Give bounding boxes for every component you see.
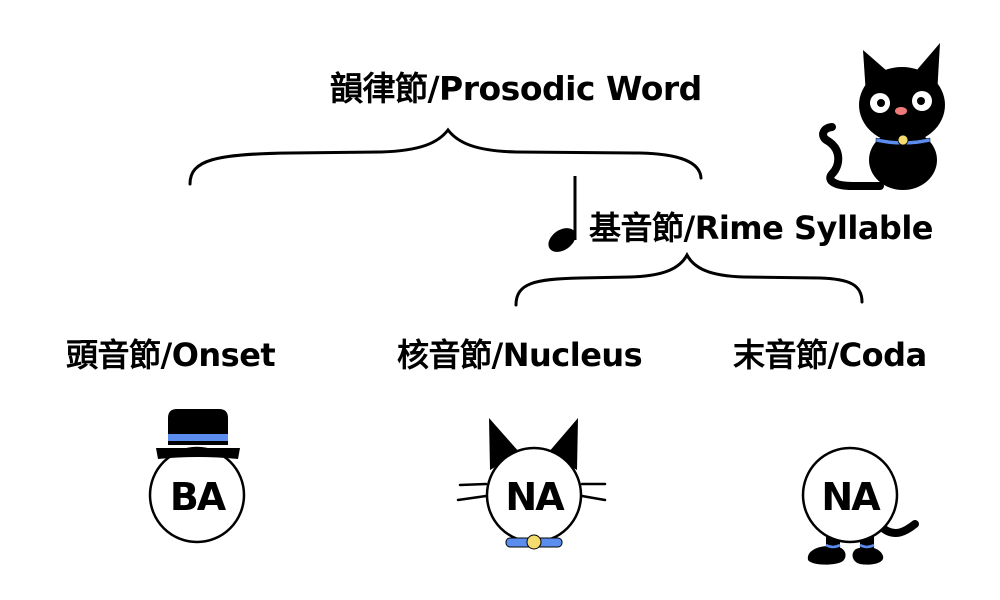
coda-node-text: NA: [821, 475, 881, 519]
nucleus-node: NA: [456, 418, 607, 550]
rime-syllable-brace: [514, 251, 864, 307]
whiskers-icon: [456, 482, 607, 502]
coda-label: 末音節/Coda: [733, 336, 927, 374]
prosodic-word-brace: [188, 127, 703, 186]
coda-node: NA: [801, 446, 919, 565]
prosodic-word-label: 韻律節/Prosodic Word: [330, 69, 702, 108]
top-hat-icon: [156, 409, 240, 459]
cat-tail-icon: [880, 520, 919, 538]
onset-node-text: BA: [170, 475, 227, 519]
onset-label: 頭音節/Onset: [66, 336, 276, 374]
collar-icon: [505, 534, 563, 550]
black-cat-icon: [819, 43, 945, 190]
nucleus-label: 核音節/Nucleus: [397, 336, 643, 374]
nucleus-node-text: NA: [505, 475, 565, 519]
rime-syllable-label: 基音節/Rime Syllable: [589, 209, 934, 247]
music-note-icon: [548, 176, 577, 252]
onset-node: BA: [148, 409, 246, 544]
